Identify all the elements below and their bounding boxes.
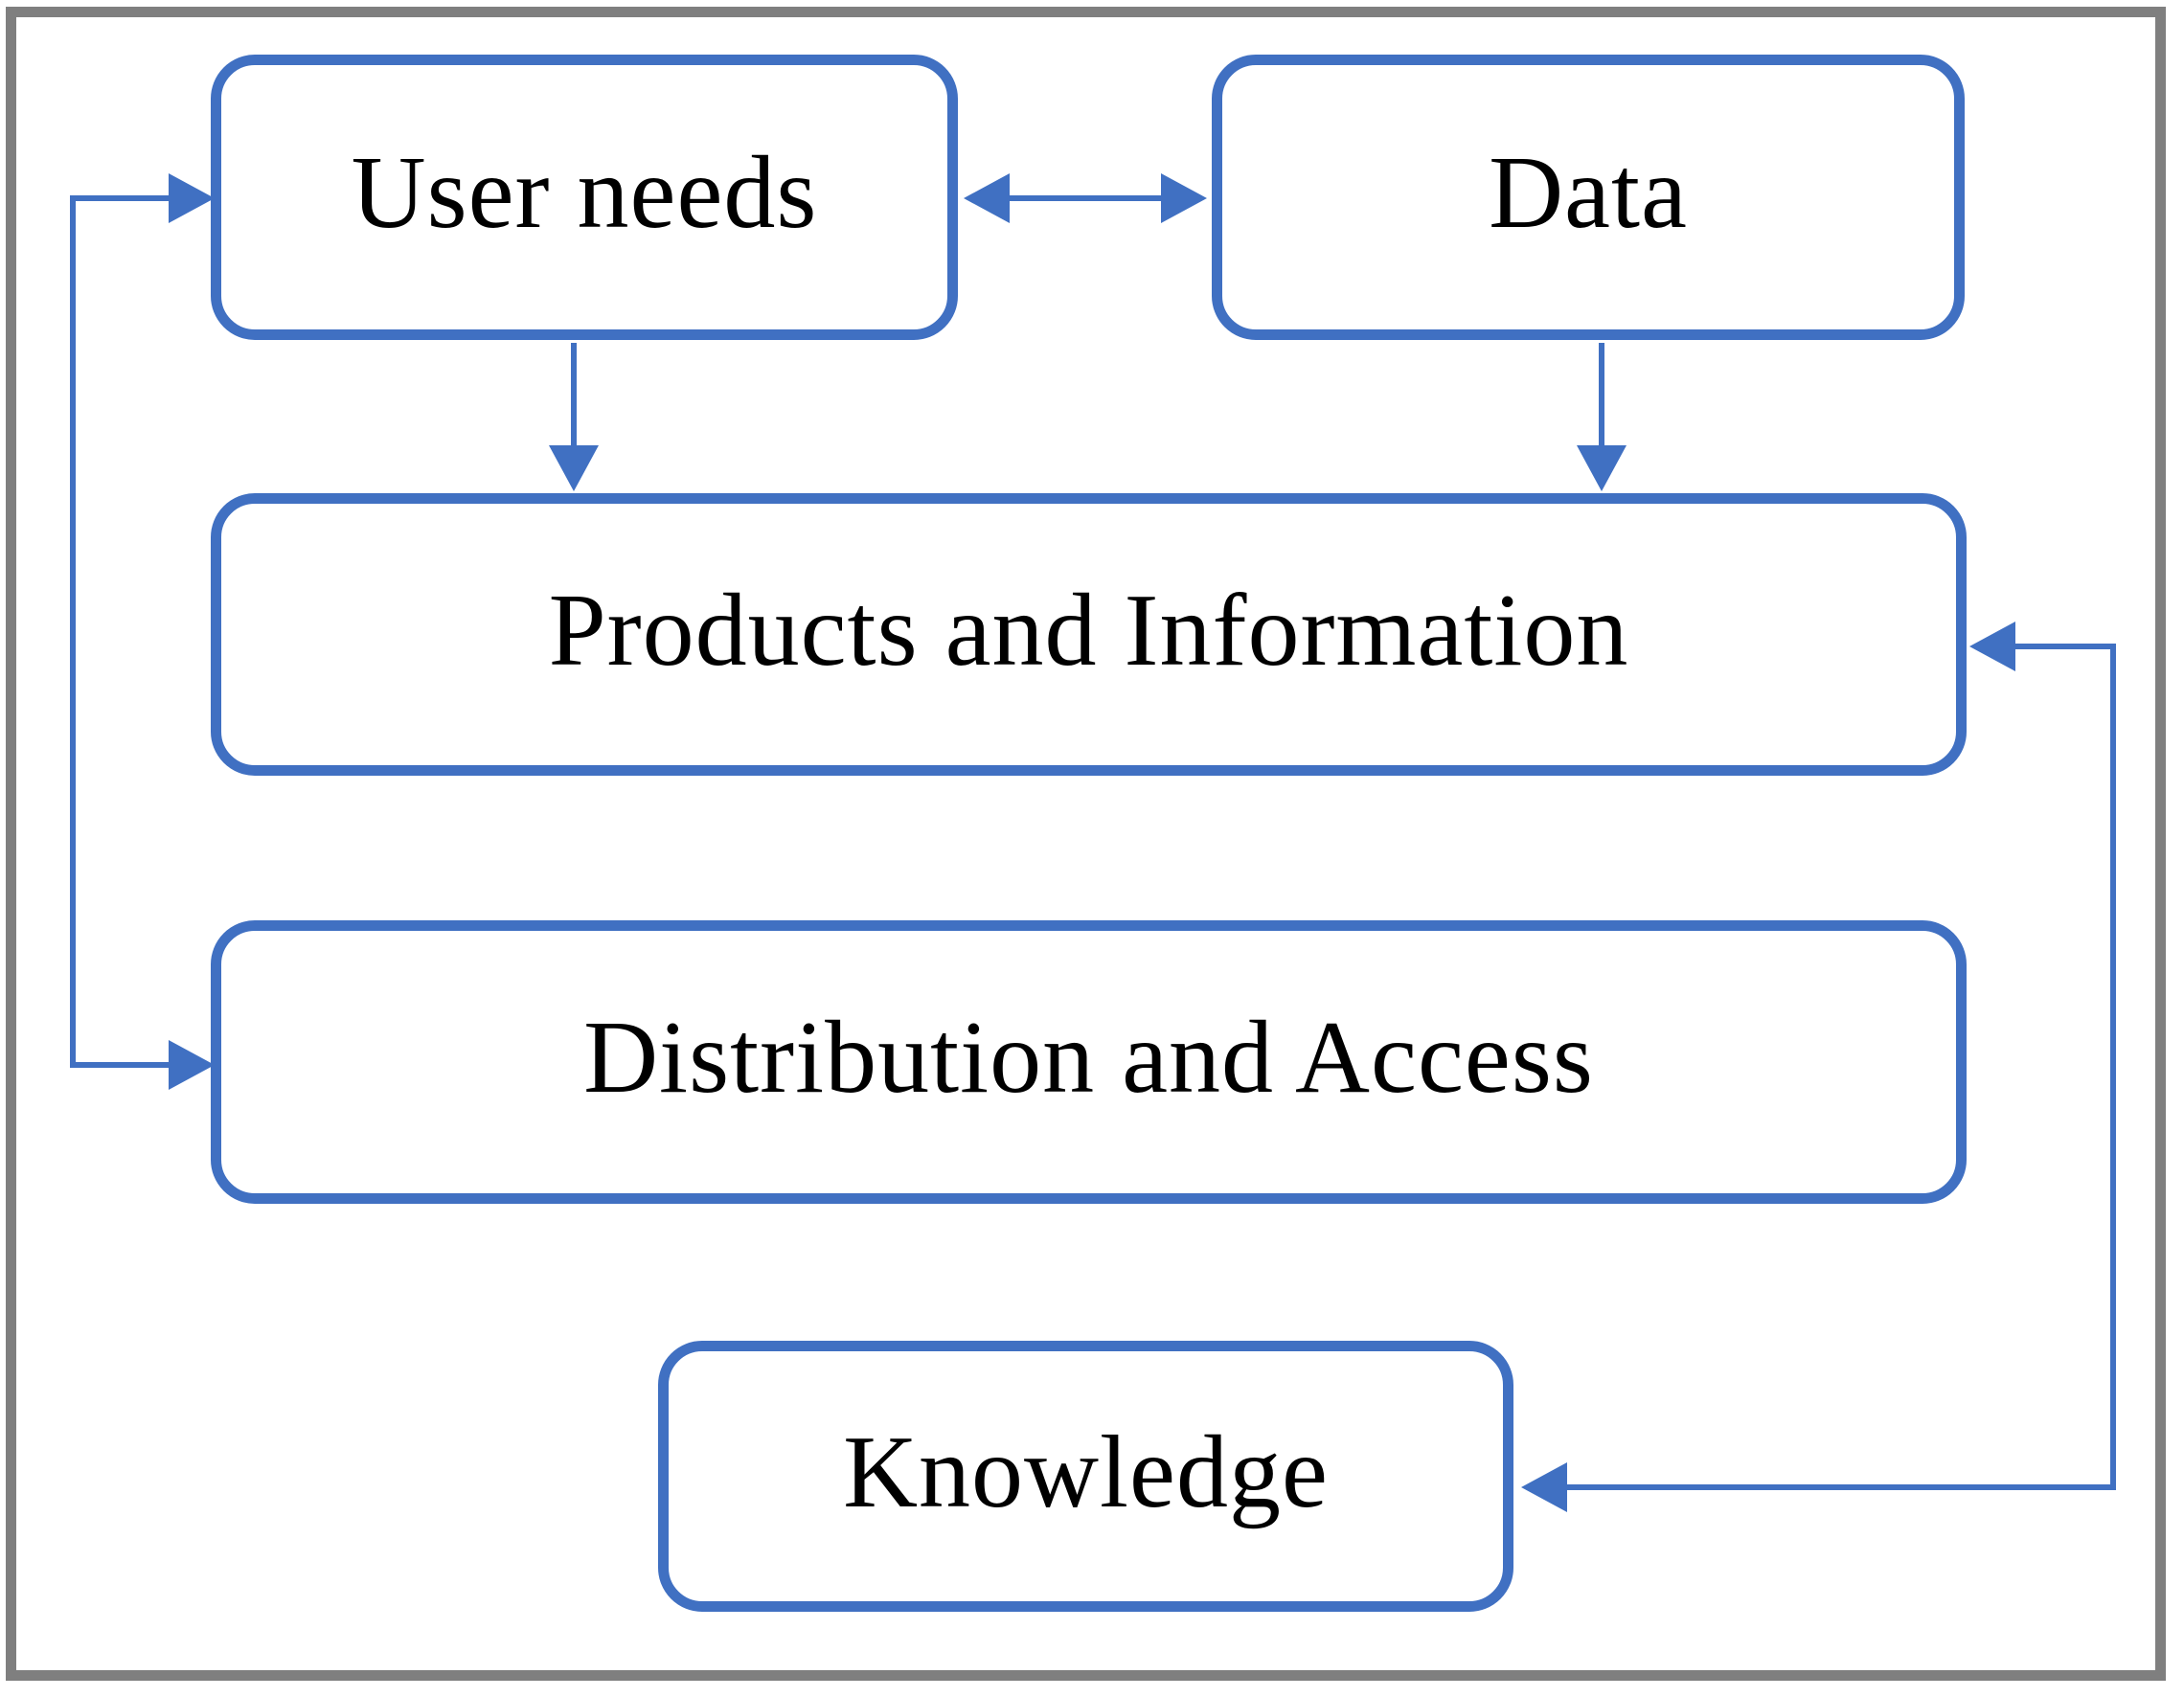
node-label-distribution: Distribution and Access (583, 1001, 1594, 1115)
connector-line-left-loop (70, 195, 176, 1068)
connector-data-products (1577, 343, 1627, 491)
arrowhead-right-loop-end (1521, 1462, 1567, 1512)
node-knowledge: Knowledge (658, 1341, 1513, 1612)
node-data: Data (1212, 55, 1965, 340)
connector-user-needs-data (964, 173, 1207, 223)
arrowhead-left-loop-end (169, 1040, 215, 1090)
arrowhead-right-loop-start (1969, 622, 2015, 671)
connector-user-needs-products (549, 343, 599, 491)
connector-line-right-loop (1559, 644, 2116, 1490)
arrowhead-left-loop-start (169, 173, 215, 223)
connector-right-loop (1521, 622, 2116, 1512)
node-label-products: Products and Information (548, 573, 1629, 688)
arrowhead-data-products-end (1577, 445, 1627, 491)
node-products: Products and Information (211, 493, 1967, 776)
node-distribution: Distribution and Access (211, 920, 1967, 1204)
connector-left-loop (70, 173, 215, 1090)
arrowhead-user-needs-data-start (964, 173, 1010, 223)
node-label-knowledge: Knowledge (843, 1414, 1329, 1529)
arrowhead-user-needs-products-end (549, 445, 599, 491)
arrowhead-user-needs-data-end (1161, 173, 1207, 223)
node-label-data: Data (1489, 136, 1688, 250)
node-user-needs: User needs (211, 55, 958, 340)
node-label-user-needs: User needs (351, 136, 818, 250)
